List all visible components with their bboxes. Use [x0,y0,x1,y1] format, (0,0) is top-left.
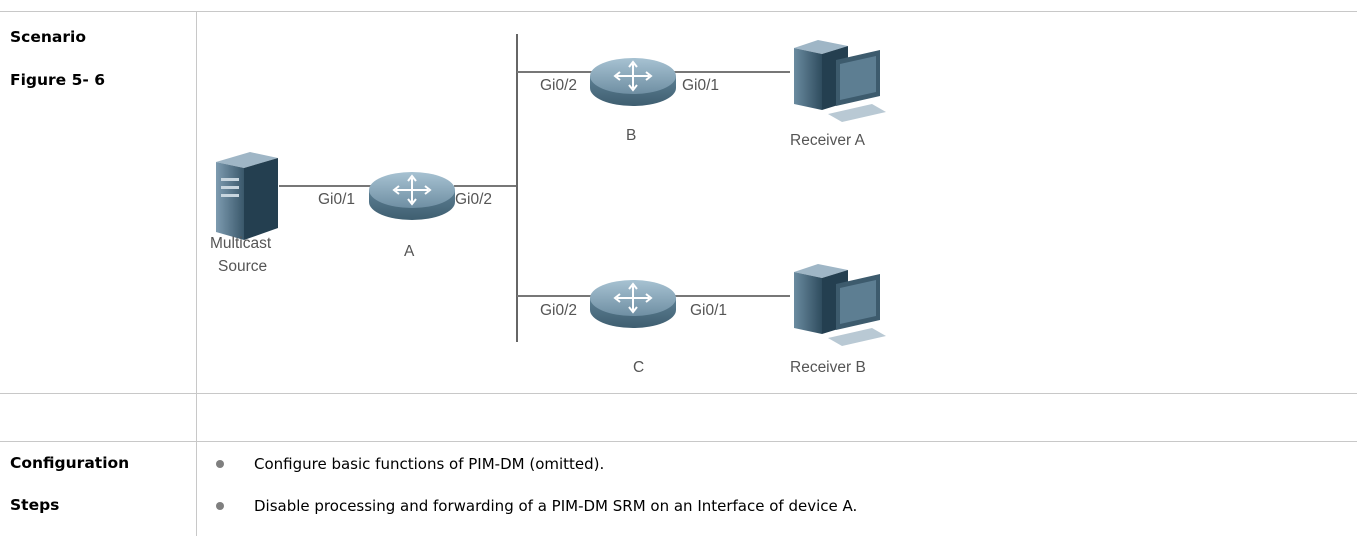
port-label: Gi0/2 [540,302,577,319]
config-table: Scenario Figure 5- 6 Configuration Steps… [0,11,1357,536]
server-icon [216,152,278,240]
table-border-top [0,11,1357,12]
source-label: Multicast [210,235,272,252]
port-label: Gi0/1 [318,191,355,208]
router-name: B [626,127,636,144]
router-name: A [404,243,415,260]
step-text: Configure basic functions of PIM-DM (omi… [254,455,605,473]
table-row-divider [0,441,1357,442]
port-label: Gi0/2 [540,77,577,94]
port-label: Gi0/1 [682,77,719,94]
table-column-divider [196,11,197,536]
receiver-label: Receiver B [790,359,866,376]
router-icon [590,58,676,106]
steps-label: Steps [10,496,60,514]
table-row-divider [0,393,1357,394]
bullet-icon [216,502,224,510]
configuration-label: Configuration [10,454,130,472]
computer-icon [794,264,886,346]
port-label: Gi0/1 [690,302,727,319]
source-label: Source [218,258,267,275]
bullet-icon [216,460,224,468]
scenario-label: Scenario [10,28,86,46]
receiver-label: Receiver A [790,132,866,149]
list-item: Configure basic functions of PIM-DM (omi… [206,449,604,479]
computer-icon [794,40,886,122]
router-icon [590,280,676,328]
router-icon [369,172,455,220]
step-text: Disable processing and forwarding of a P… [254,497,858,515]
network-topology-diagram: Multicast Source Gi0/1 Gi0/2 A Gi0/2 Gi0… [210,34,886,376]
port-label: Gi0/2 [455,191,492,208]
figure-number-label: Figure 5- 6 [10,71,105,89]
router-name: C [633,359,644,376]
list-item: Disable processing and forwarding of a P… [206,491,857,521]
